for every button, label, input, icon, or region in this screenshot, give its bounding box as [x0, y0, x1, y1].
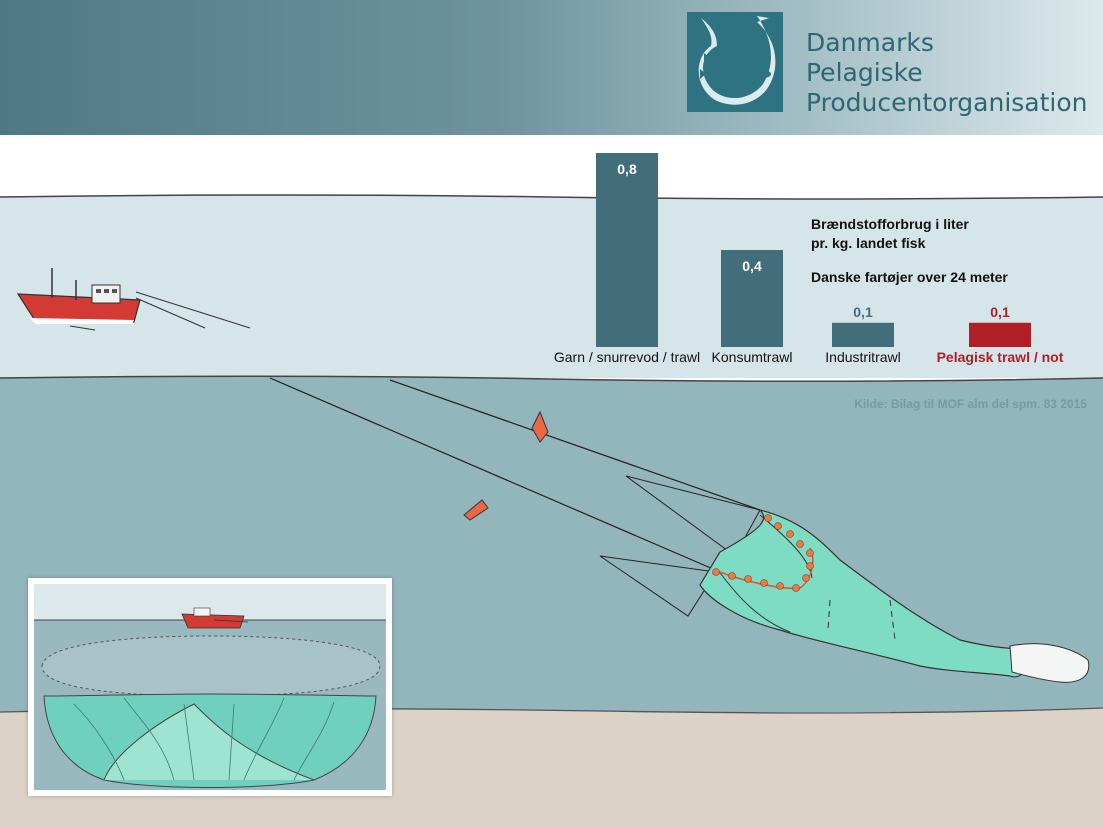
category-label-1: Garn / snurrevod / trawl — [553, 349, 701, 365]
logo-line-2: Pelagiske — [806, 58, 923, 87]
bar-4 — [969, 322, 1031, 347]
pelagic-trawl-net — [699, 508, 1090, 683]
category-label-4: Pelagisk trawl / not — [936, 349, 1064, 365]
legend-title-line-2: pr. kg. landet fisk — [811, 235, 926, 251]
bar-3 — [832, 322, 894, 347]
trawler-boat-icon — [16, 268, 251, 331]
logo-line-1: Danmarks — [806, 28, 934, 57]
small-boat-icon — [181, 607, 249, 629]
value-label-1: 0,8 — [617, 161, 637, 177]
logo-wordmark: Danmarks Pelagiske Producentorganisation — [806, 28, 1088, 118]
category-label-3: Industritrawl — [825, 349, 901, 365]
category-label-2: Konsumtrawl — [711, 349, 793, 365]
bar-1 — [596, 153, 658, 347]
value-label-4: 0,1 — [990, 303, 1010, 320]
trawl-doors — [463, 410, 549, 521]
purse-seine-inset — [28, 578, 392, 796]
legend-title-line-1: Brændstofforbrug i liter — [811, 216, 969, 232]
value-label-3: 0,1 — [853, 303, 873, 320]
legend-subtitle: Danske fartøjer over 24 meter — [811, 269, 1008, 285]
source-note: Kilde: Bilag til MOF alm del spm. 83 201… — [854, 397, 1087, 411]
fish-logo-icon — [687, 12, 783, 112]
value-label-2: 0,4 — [742, 258, 762, 274]
purse-seine-illustration — [34, 584, 386, 790]
header-banner — [0, 0, 1103, 135]
logo-line-3: Producentorganisation — [806, 88, 1088, 117]
